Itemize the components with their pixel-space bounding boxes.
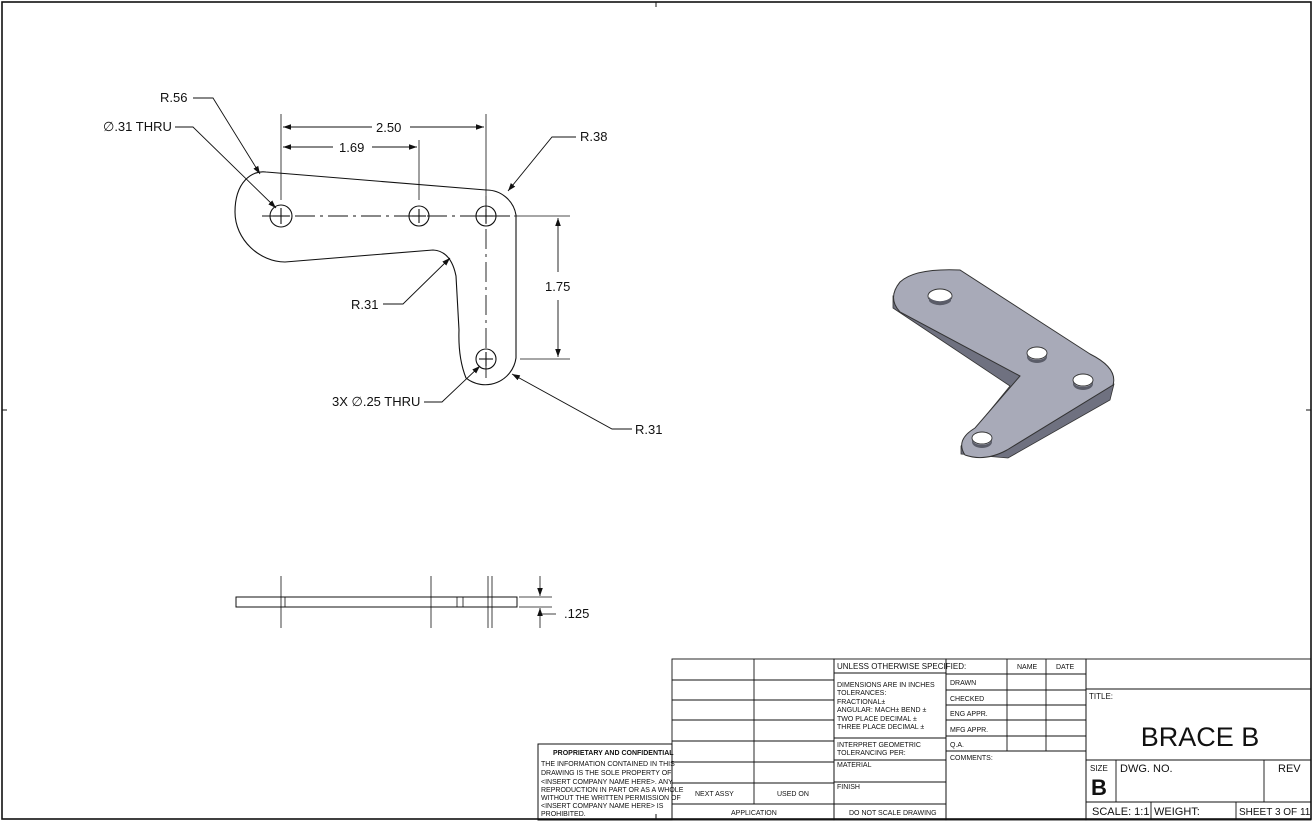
centerlines <box>262 196 510 378</box>
dwg-no-label: DWG. NO. <box>1120 763 1173 775</box>
dim-r31-outer: R.31 <box>635 422 662 437</box>
spec-line: TOLERANCES: <box>837 690 886 697</box>
weight-label: WEIGHT: <box>1154 806 1200 818</box>
used-on-label: USED ON <box>777 791 809 798</box>
material-label: MATERIAL <box>837 762 872 769</box>
dim-thickness: .125 <box>564 606 589 621</box>
dim-r38: R.38 <box>580 129 607 144</box>
title-block <box>1085 658 1312 821</box>
dim-169: 1.69 <box>339 140 364 155</box>
proprietary-line: PROHIBITED. <box>541 811 586 818</box>
proprietary-line: WITHOUT THE WRITTEN PERMISSION OF <box>541 795 681 802</box>
spec-line: DIMENSIONS ARE IN INCHES <box>837 682 935 689</box>
rev-label: REV <box>1278 763 1301 775</box>
name-column-label: NAME <box>1017 664 1038 671</box>
signoff-row-label: CHECKED <box>950 696 984 703</box>
part-outline <box>234 171 517 386</box>
spec-line: TWO PLACE DECIMAL ± <box>837 716 917 723</box>
application-label: APPLICATION <box>731 810 777 817</box>
spec-line: ANGULAR: MACH± BEND ± <box>837 707 927 714</box>
sheet-size-value: B <box>1091 775 1107 800</box>
spec-block <box>833 658 947 821</box>
sheet-number-label: SHEET 3 OF 11 <box>1239 807 1311 818</box>
comments-label: COMMENTS: <box>950 755 993 762</box>
dim-3x-holes: 3X ∅.25 THRU <box>332 394 420 409</box>
proprietary-line: THE INFORMATION CONTAINED IN THIS <box>541 761 675 768</box>
next-assy-label: NEXT ASSY <box>695 791 734 798</box>
iso-top-face <box>893 269 1115 459</box>
signoff-row-label: MFG APPR. <box>950 727 988 734</box>
dim-175: 1.75 <box>545 279 570 294</box>
signoff-row-label: DRAWN <box>950 680 976 687</box>
no-scale-label: DO NOT SCALE DRAWING <box>849 810 937 817</box>
isometric-view <box>892 269 1115 459</box>
dimension-lines <box>175 97 632 430</box>
proprietary-notice: PROPRIETARY AND CONFIDENTIAL THE INFORMA… <box>537 743 684 821</box>
dim-250: 2.50 <box>376 120 401 135</box>
spec-line: THREE PLACE DECIMAL ± <box>837 724 924 731</box>
signoff-row-label: Q.A. <box>950 742 964 749</box>
signoff-row-label: ENG APPR. <box>950 711 988 718</box>
dim-r56: R.56 <box>160 90 187 105</box>
proprietary-line: REPRODUCTION IN PART OR AS A WHOLE <box>541 787 684 794</box>
size-label: SIZE <box>1090 764 1108 773</box>
side-view <box>235 576 556 628</box>
finish-label: FINISH <box>837 784 860 791</box>
interpret-label: INTERPRET GEOMETRIC <box>837 742 921 749</box>
dim-r31-inner: R.31 <box>351 297 378 312</box>
proprietary-heading: PROPRIETARY AND CONFIDENTIAL <box>553 750 674 757</box>
date-column-label: DATE <box>1056 664 1074 671</box>
application-block <box>671 658 835 821</box>
proprietary-line: <INSERT COMPANY NAME HERE>. ANY <box>541 779 673 786</box>
spec-header: UNLESS OTHERWISE SPECIFIED: <box>837 662 966 671</box>
proprietary-line: DRAWING IS THE SOLE PROPERTY OF <box>541 770 671 777</box>
title-label: TITLE: <box>1089 692 1113 701</box>
scale-label: SCALE: 1:1 <box>1092 806 1149 818</box>
front-view <box>234 114 570 386</box>
dim-dia31-thru: ∅.31 THRU <box>103 119 172 134</box>
spec-line: FRACTIONAL± <box>837 699 885 706</box>
interpret-label: TOLERANCING PER: <box>837 750 906 757</box>
drawing-title: BRACE B <box>1141 722 1260 752</box>
signoff-block <box>945 658 1087 821</box>
dimension-texts: R.56 ∅.31 THRU 2.50 1.69 R.38 1.75 R.31 … <box>103 90 662 621</box>
proprietary-line: <INSERT COMPANY NAME HERE> IS <box>541 803 664 810</box>
